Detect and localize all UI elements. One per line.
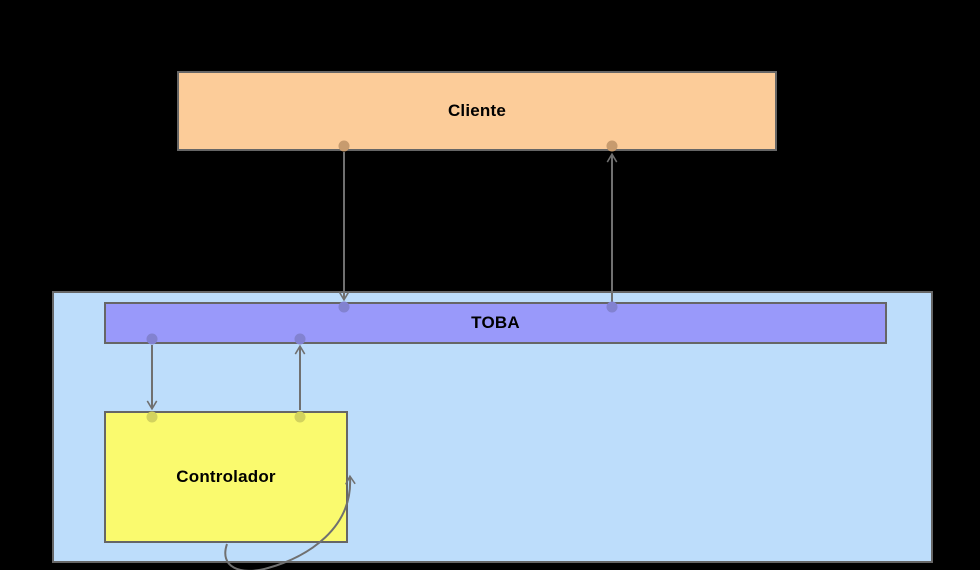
node-controlador: Controlador	[104, 411, 348, 543]
node-cliente-label: Cliente	[447, 101, 507, 120]
node-cliente: Cliente	[177, 71, 777, 151]
node-toba-label: TOBA	[471, 313, 520, 332]
node-toba: TOBA	[104, 302, 887, 344]
node-controlador-label: Controlador	[176, 467, 276, 486]
